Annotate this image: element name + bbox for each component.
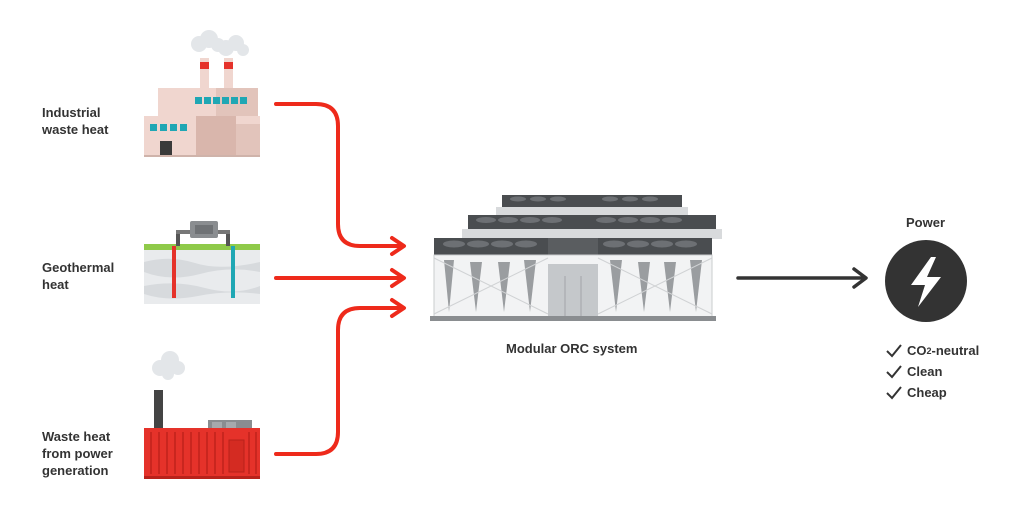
checkmark-icon: [886, 385, 902, 399]
benefit-clean: Clean: [886, 361, 979, 382]
factory-icon: [144, 30, 260, 157]
power-label: Power: [906, 215, 946, 230]
lightning-icon: [885, 240, 967, 322]
output-arrow: [736, 267, 868, 289]
benefit-cheap: Cheap: [886, 382, 979, 403]
generator-container-icon: [144, 351, 260, 479]
orc-system-label: Modular ORC system: [506, 341, 638, 356]
flow-arrow-power-generation: [274, 306, 402, 456]
geothermal-icon: [144, 221, 260, 304]
checkmark-icon: [886, 343, 902, 357]
flow-arrow-industrial: [274, 102, 402, 248]
flow-arrows: [274, 102, 406, 456]
orc-unit-icon: [430, 195, 722, 321]
checkmark-icon: [886, 364, 902, 378]
